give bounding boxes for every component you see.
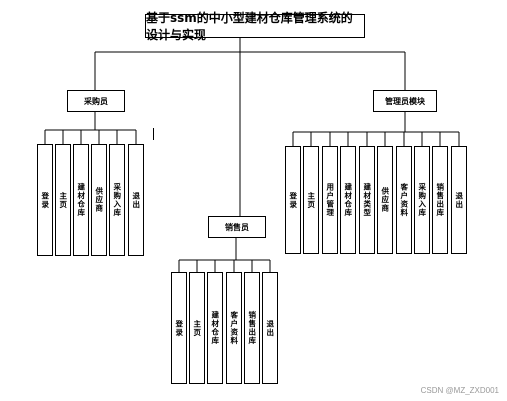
manager-item-purchase-in: 采购入库 — [414, 146, 430, 254]
purchaser-item-logout: 退出 — [128, 144, 144, 256]
sales-item-home: 主页 — [189, 272, 205, 384]
purchaser-item-supplier: 供应商 — [91, 144, 107, 256]
stray-mark — [153, 128, 154, 140]
purchaser-item-home: 主页 — [55, 144, 71, 256]
manager-item-home: 主页 — [303, 146, 319, 254]
sales-item-login: 登录 — [171, 272, 187, 384]
manager-item-user-mgmt: 用户管理 — [322, 146, 338, 254]
manager-item-material-type: 建材类型 — [359, 146, 375, 254]
purchaser-item-warehouse: 建材仓库 — [73, 144, 89, 256]
watermark: CSDN @MZ_ZXD001 — [420, 386, 499, 395]
manager-item-customer: 客户资料 — [396, 146, 412, 254]
manager-item-supplier: 供应商 — [377, 146, 393, 254]
module-purchaser: 采购员 — [67, 90, 125, 112]
purchaser-item-login: 登录 — [37, 144, 53, 256]
manager-item-sales-out: 销售出库 — [432, 146, 448, 254]
system-title: 基于ssm的中小型建材仓库管理系统的设计与实现 — [145, 11, 365, 42]
module-manager: 管理员模块 — [373, 90, 437, 112]
sales-item-warehouse: 建材仓库 — [207, 272, 223, 384]
sales-item-sales-out: 销售出库 — [244, 272, 260, 384]
manager-item-login: 登录 — [285, 146, 301, 254]
sales-item-logout: 退出 — [262, 272, 278, 384]
sales-item-customer: 客户资料 — [226, 272, 242, 384]
purchaser-item-purchase-in: 采购入库 — [109, 144, 125, 256]
manager-item-warehouse: 建材仓库 — [340, 146, 356, 254]
module-sales: 销售员 — [208, 216, 266, 238]
manager-item-logout: 退出 — [451, 146, 467, 254]
